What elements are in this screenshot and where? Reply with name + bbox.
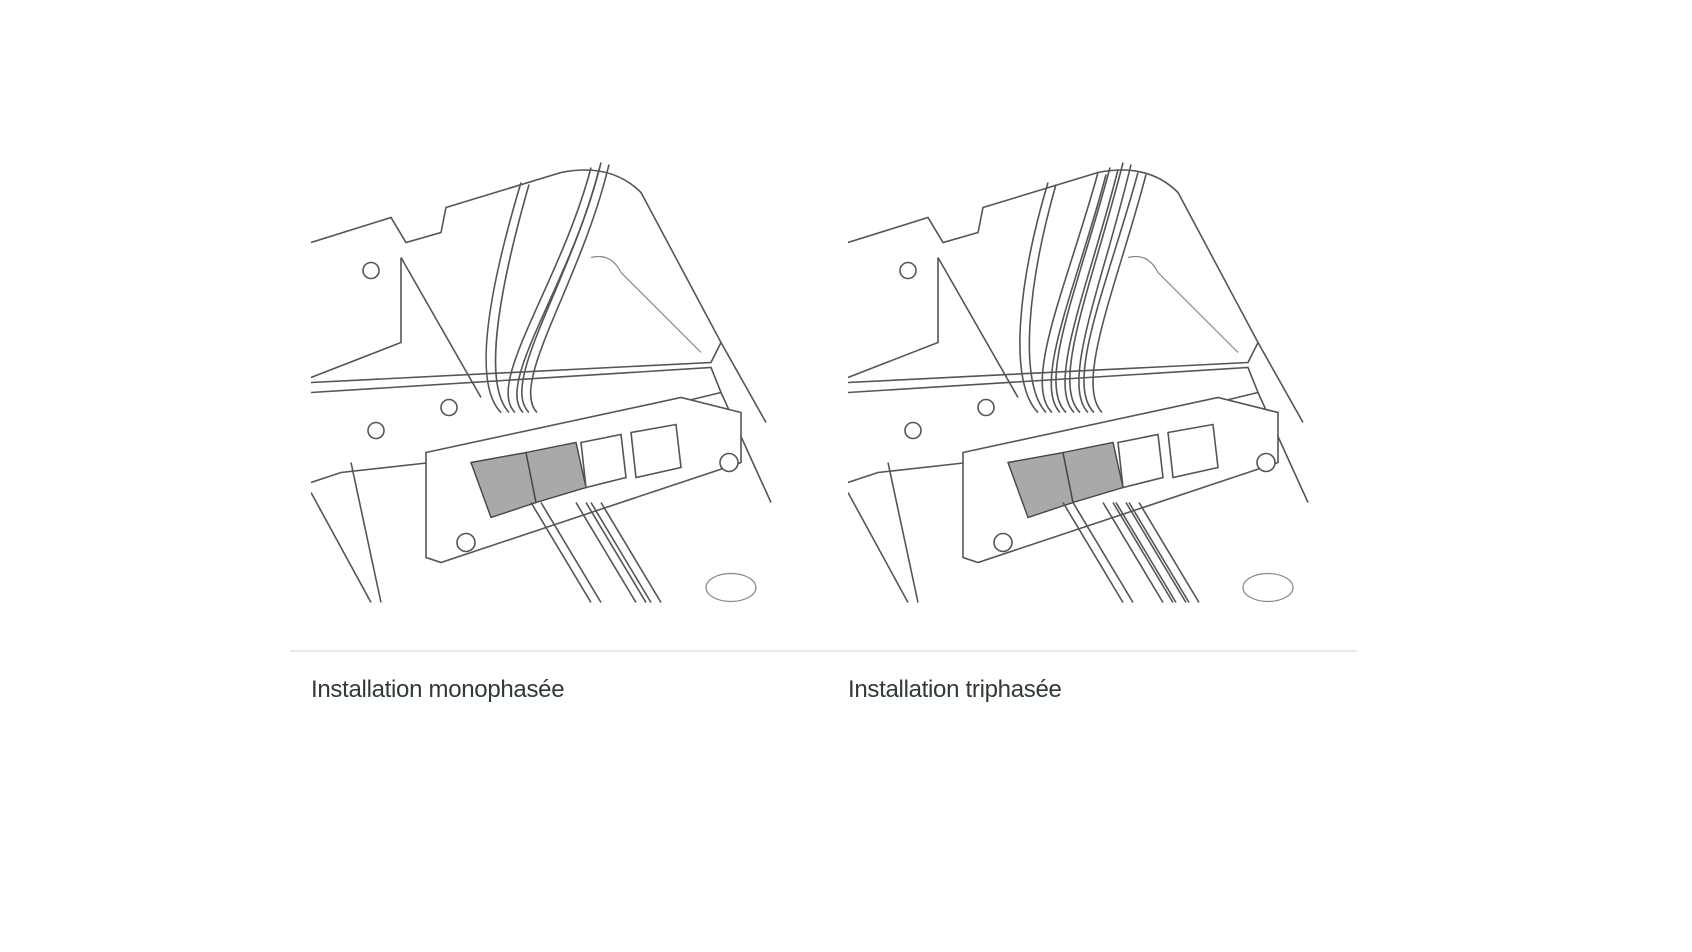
enclosure-drawing [847,162,1309,603]
enclosure-drawing [310,162,772,603]
caption-three-phase: Installation triphasée [848,676,1062,703]
three-phase-illustration [847,135,1338,630]
single-phase-illustration [310,135,801,630]
caption-single-phase: Installation monophasée [311,676,565,703]
divider [290,650,1357,652]
